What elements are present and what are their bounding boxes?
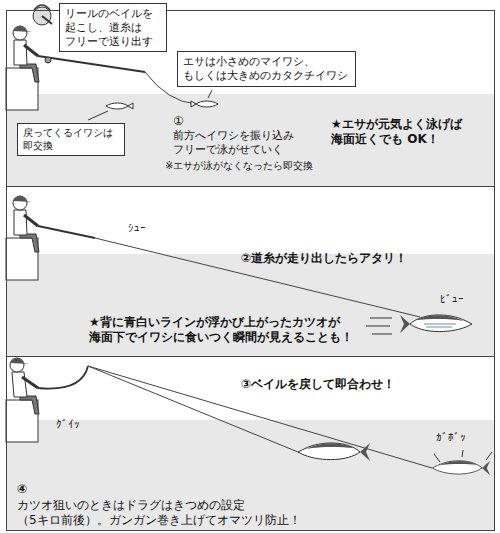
sardine-body	[191, 101, 218, 107]
sardine	[106, 103, 133, 109]
torso	[14, 40, 27, 65]
step-number: ①	[173, 114, 203, 129]
bonito-stripe	[424, 324, 456, 327]
sound-effect: ｶﾞﾎﾞｯ	[436, 431, 466, 444]
fishing-line	[95, 238, 420, 317]
speed-lines	[366, 318, 392, 334]
step-panel: ②道糸が走り出したらアタリ！ ★背に青白いラインが浮かび上がったカツオが 海面下で…	[6, 186, 495, 357]
bonito-back	[416, 315, 464, 321]
tip-text: ★エサが元気よく泳げば 海面近くでも OK！	[331, 117, 481, 147]
bonito-body	[432, 461, 482, 474]
step-heading: ②道糸が走り出したらアタリ！	[241, 251, 471, 266]
legs	[20, 396, 39, 414]
reel-handle	[42, 16, 52, 24]
bonito-body	[410, 315, 472, 332]
cap	[13, 26, 32, 32]
step-text: 前方へイワシを振り込み フリーで泳がせていく	[173, 129, 313, 157]
angler	[6, 26, 39, 110]
bonito-tail	[360, 443, 370, 461]
leader-line	[88, 111, 108, 120]
arm	[24, 215, 38, 226]
splash	[434, 450, 492, 462]
note-text: ※エサが泳がなくなったら即交換	[165, 160, 335, 173]
torso	[14, 210, 27, 235]
arm	[24, 45, 38, 56]
bonito	[432, 461, 490, 475]
sound-effect: ｸﾞｲｯ	[56, 418, 80, 431]
sardine	[191, 101, 218, 107]
step-number: ④	[17, 482, 41, 497]
bonito	[400, 315, 472, 333]
bonito-tail	[482, 461, 490, 475]
tip-text: ★背に青白いラインが浮かび上がったカツオが 海面下でイワシに食いつく瞬間が見える…	[89, 315, 389, 345]
cap	[10, 358, 29, 364]
sea	[6, 254, 495, 356]
note-text: リールのベイルを 起こし、道糸は フリーで送り出す	[65, 7, 161, 48]
step-text: カツオ狙いのときはドラグはきつめの設定 （5キロ前後）。ガンガン巻き上げてオマツ…	[17, 498, 317, 528]
reel-icon	[33, 5, 52, 25]
step-panel: ③ベイルを戻して即合わせ！ ④カツオ狙いのときはドラグはきつめの設定 （5キロ前後…	[6, 356, 495, 531]
sea	[6, 420, 495, 531]
sea	[6, 94, 495, 186]
cap	[13, 196, 32, 202]
sound-effect: ﾋﾞｭｰ	[440, 293, 464, 306]
step-heading: ③ベイルを戻して即合わせ！	[241, 377, 461, 392]
reel	[45, 57, 51, 63]
angler	[6, 358, 39, 442]
bent-rod	[38, 366, 88, 389]
bonito-body	[298, 443, 360, 460]
legs	[20, 64, 39, 82]
bonito-back	[439, 461, 477, 466]
bonito-back	[306, 443, 354, 449]
bait-note: エサは小さめのマイワシ、 もしくは大きめのカタクチイワシ	[177, 51, 356, 87]
torso	[12, 372, 27, 397]
rod	[38, 56, 145, 72]
step-panel: ①前方へイワシを振り込み フリーで泳がせていく ※エサが泳がなくなったら即交換 ★エ…	[6, 10, 495, 187]
bonito	[298, 443, 370, 461]
rod	[38, 226, 95, 238]
legs	[20, 234, 39, 252]
sound-effect: ｼｭｰ	[128, 222, 146, 235]
note-text: 戻ってくるイワシは 即交換	[23, 127, 119, 152]
sardine-body	[106, 103, 133, 109]
angler	[6, 196, 39, 280]
leader-line	[208, 90, 212, 98]
arm	[22, 377, 38, 388]
note-text: エサは小さめのマイワシ、 もしくは大きめのカタクチイワシ	[183, 55, 350, 83]
reel-callout: リールのベイルを 起こし、道糸は フリーで送り出す	[59, 3, 167, 52]
swap-note: 戻ってくるイワシは 即交換	[17, 123, 125, 156]
bonito-tail	[400, 315, 410, 333]
